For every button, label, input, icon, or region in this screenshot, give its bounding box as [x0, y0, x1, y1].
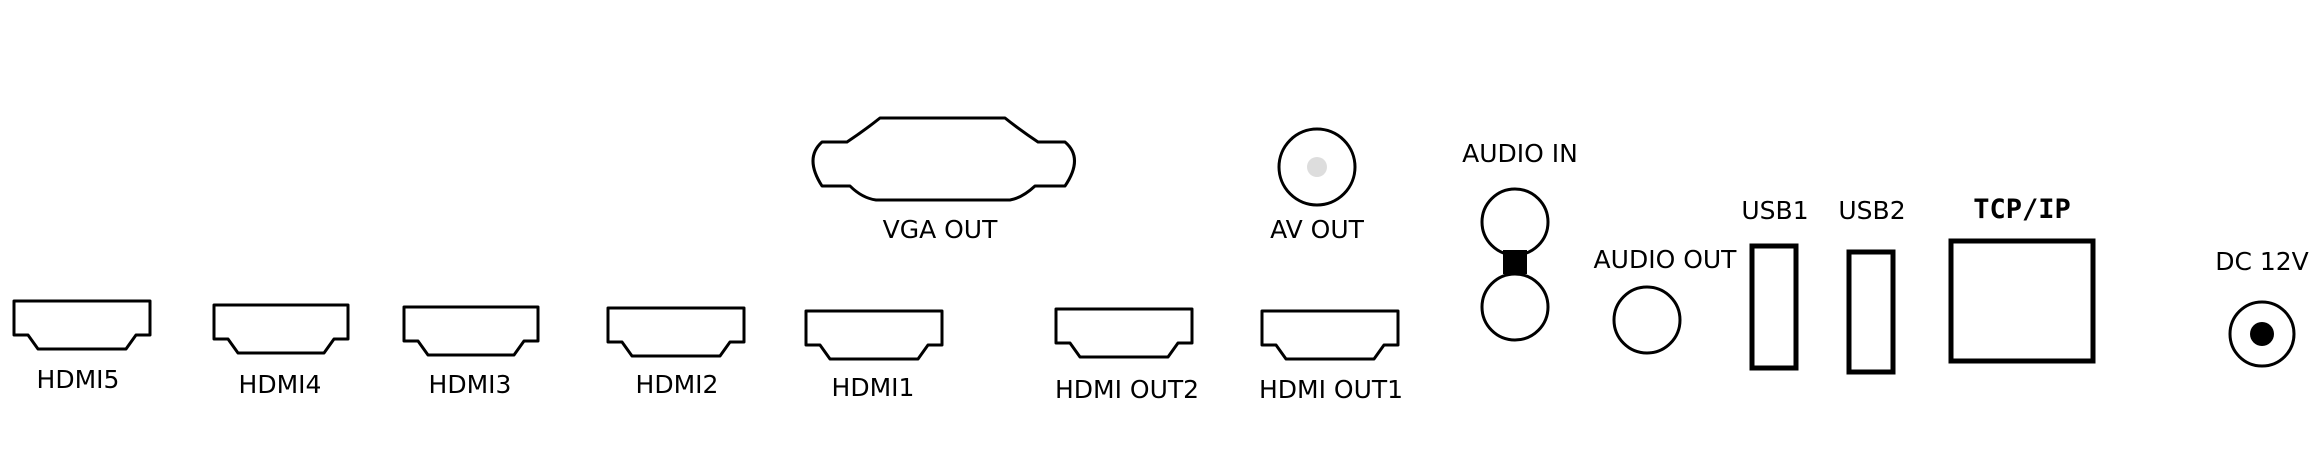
dc-12v-label: DC 12V	[2215, 247, 2309, 276]
hdmi3-label: HDMI3	[429, 370, 512, 399]
av-out-label: AV OUT	[1270, 215, 1365, 244]
usb1-label: USB1	[1741, 196, 1808, 225]
hdmi-out1-port	[1260, 309, 1400, 361]
hdmi4-label: HDMI4	[239, 370, 322, 399]
hdmi-out2-port	[1054, 307, 1194, 359]
hdmi2-label: HDMI2	[636, 370, 719, 399]
vga-out-label: VGA OUT	[883, 215, 998, 244]
tcp-ip-label: TCP/IP	[1973, 194, 2071, 225]
tcp-ip-port	[1948, 238, 2096, 364]
hdmi1-port	[804, 309, 944, 361]
audio-out-label: AUDIO OUT	[1594, 245, 1738, 274]
hdmi-out2-label: HDMI OUT2	[1055, 375, 1199, 404]
vga-out-port	[811, 116, 1076, 202]
hdmi5-label: HDMI5	[37, 365, 120, 394]
hdmi3-port	[402, 305, 540, 357]
audio-out-port	[1612, 285, 1682, 355]
usb1-port	[1749, 243, 1799, 371]
hdmi4-port	[212, 303, 350, 355]
hdmi2-port	[606, 306, 746, 358]
hdmi-out1-label: HDMI OUT1	[1259, 375, 1403, 404]
hdmi-ports	[12, 299, 1400, 361]
dc-12v-port	[2228, 300, 2296, 368]
audio-in-label: AUDIO IN	[1462, 139, 1578, 168]
usb2-label: USB2	[1838, 196, 1905, 225]
hdmi1-label: HDMI1	[832, 373, 915, 402]
av-out-port	[1277, 127, 1357, 207]
audio-in-port	[1480, 187, 1550, 342]
usb2-port	[1846, 249, 1896, 375]
hdmi5-port	[12, 299, 152, 351]
